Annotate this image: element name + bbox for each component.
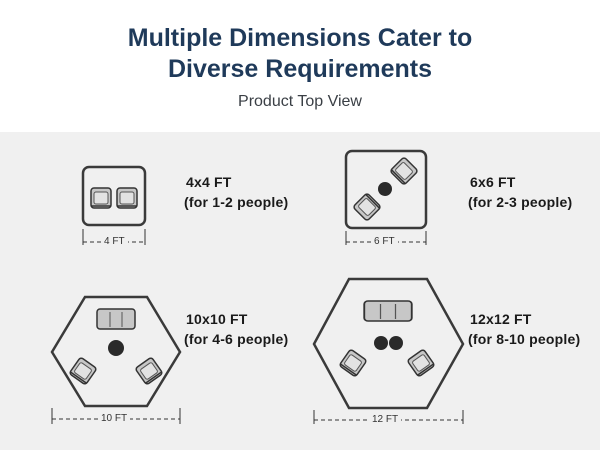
capacity-label: (for 2-3 people) (468, 194, 573, 210)
chair-icon (134, 356, 164, 386)
size-label: 12x12 FT (470, 311, 532, 327)
sofa-icon (363, 300, 413, 322)
frame-outline (50, 295, 182, 408)
table-icon (374, 336, 388, 350)
chair-icon (352, 192, 382, 222)
dimension-label-4x4: 4 FT (101, 236, 128, 248)
page-subtitle: Product Top View (238, 93, 362, 110)
table-icon (108, 340, 124, 356)
size-caption-4x4: 4x4 FT (for 1-2 people) (184, 172, 288, 212)
size-label: 10x10 FT (186, 311, 248, 327)
size-caption-12x12: 12x12 FT (for 8-10 people) (468, 309, 580, 349)
table-icon (378, 182, 392, 196)
dimension-label-10x10: 10 FT (98, 413, 131, 425)
layout-12x12 (312, 277, 465, 424)
capacity-label: (for 8-10 people) (468, 331, 581, 347)
layout-10x10 (50, 295, 182, 424)
table-icon (389, 336, 403, 350)
frame-outline (312, 277, 465, 410)
chair-icon (90, 187, 112, 209)
size-label: 6x6 FT (470, 174, 516, 190)
chair-icon (389, 156, 419, 186)
chair-icon (116, 187, 138, 209)
page-title-line-2: Diverse Requirements (167, 55, 432, 83)
layout-6x6 (344, 149, 428, 245)
dimension-label-6x6: 6 FT (371, 236, 398, 248)
dimension-label-12x12: 12 FT (369, 414, 402, 426)
capacity-label: (for 4-6 people) (184, 331, 289, 347)
frame-outline (81, 165, 147, 227)
capacity-label: (for 1-2 people) (184, 194, 289, 210)
layout-4x4 (81, 165, 147, 245)
top-view-panel (0, 132, 600, 450)
page-title-line-1: Multiple Dimensions Cater to (127, 24, 473, 52)
header: Multiple Dimensions Cater to Diverse Req… (0, 0, 600, 132)
chair-icon (406, 348, 436, 378)
chair-icon (338, 348, 368, 378)
size-label: 4x4 FT (186, 174, 232, 190)
size-caption-6x6: 6x6 FT (for 2-3 people) (468, 172, 572, 212)
chair-icon (68, 356, 98, 386)
size-caption-10x10: 10x10 FT (for 4-6 people) (184, 309, 288, 349)
frame-outline (344, 149, 428, 230)
sofa-icon (96, 308, 136, 330)
